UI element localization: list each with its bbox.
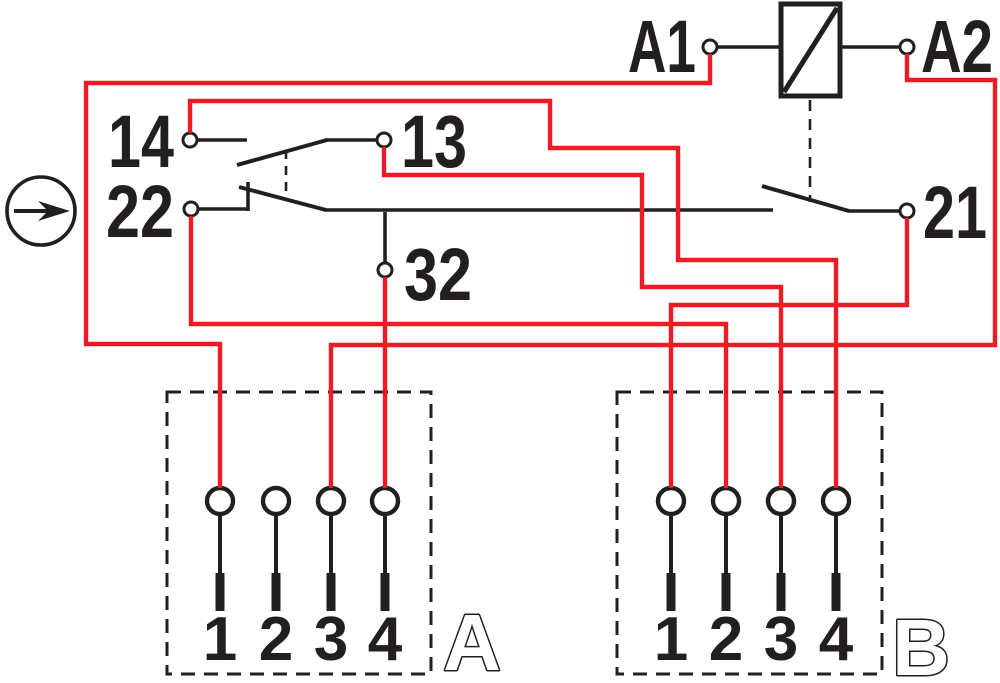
socket-circle	[369, 485, 401, 517]
socket-pin	[776, 573, 786, 611]
red-wires	[83, 54, 998, 488]
connector-a-terminal-2	[260, 485, 292, 611]
contact22-blade	[238, 185, 327, 212]
socket-circle	[260, 485, 292, 517]
socket-circle	[765, 485, 797, 517]
connector-a-pin-2-label: 2	[259, 605, 293, 674]
no-contact-14-13	[197, 138, 377, 195]
terminal-circle-14	[181, 131, 199, 149]
wire-21-to-connector-b1	[668, 218, 910, 488]
label-13: 13	[401, 100, 467, 183]
coil-diagonal	[781, 6, 840, 94]
flow-arrow-icon	[5, 175, 77, 247]
connector-b-terminal-1	[655, 485, 687, 611]
socket-pin	[831, 573, 841, 611]
contact14-blade	[236, 138, 328, 167]
connector-b-pin-1-label: 1	[654, 605, 688, 674]
flow-arrow-head	[38, 201, 70, 221]
label-21: 21	[923, 171, 987, 254]
wire-22-to-connector-b2	[188, 216, 729, 488]
connector-a-terminal-4	[369, 485, 401, 611]
connector-a-pin-1-label: 1	[203, 605, 237, 674]
label-a2: A2	[921, 5, 993, 88]
socket-pin	[721, 573, 731, 611]
socket-pin	[666, 573, 676, 611]
wire-13-to-connector-b3	[381, 147, 784, 488]
connector-a-outline	[165, 390, 433, 676]
terminal-circle-32	[376, 261, 394, 279]
socket-circle	[710, 485, 742, 517]
label-22: 22	[106, 170, 174, 253]
label-32: 32	[404, 233, 472, 316]
socket-pin	[215, 573, 225, 611]
terminal-circle-22	[182, 200, 200, 218]
terminal-circle-a2	[898, 38, 916, 56]
wire-14-to-connector-b4	[187, 98, 839, 488]
terminal-circle-a1	[701, 38, 719, 56]
socket-pin	[271, 573, 281, 611]
connector-a-pin-4-label: 4	[368, 605, 403, 674]
socket-pin	[380, 573, 390, 611]
black-artwork	[5, 1, 916, 676]
connector-b-terminal-4	[820, 485, 852, 611]
connector-a-terminal-1	[204, 485, 236, 611]
contact21-blade	[761, 184, 850, 213]
connector-box-a	[165, 390, 433, 676]
connector-a-terminal-3	[315, 485, 347, 611]
connector-b-outline	[615, 390, 884, 676]
socket-circle	[820, 485, 852, 517]
terminal-circle-21	[898, 202, 916, 220]
connector-b-terminal-2	[710, 485, 742, 611]
terminal-circle-13	[375, 131, 393, 149]
labels: A1 A2 14 13 22 21 32 1 2 3 4 1 2 3 4 A B	[106, 5, 993, 683]
socket-circle	[204, 485, 236, 517]
label-a1: A1	[628, 5, 696, 88]
relay-coil-icon	[717, 1, 900, 202]
connector-a-pin-3-label: 3	[314, 605, 348, 674]
connector-box-b	[615, 390, 884, 676]
socket-pin	[326, 573, 336, 611]
connector-b-terminal-3	[765, 485, 797, 611]
wire-a2-to-connector-a3	[328, 54, 998, 488]
socket-circle	[315, 485, 347, 517]
connector-b-letter: B	[892, 603, 950, 683]
wire-a1-to-connector-a1	[83, 54, 713, 488]
connector-b-pin-4-label: 4	[819, 605, 854, 674]
connector-a-letter: A	[443, 598, 501, 683]
label-14: 14	[108, 100, 174, 183]
nc-contact-22-21	[198, 182, 900, 263]
connector-b-pin-3-label: 3	[764, 605, 798, 674]
connector-b-pin-2-label: 2	[709, 605, 743, 674]
socket-circle	[655, 485, 687, 517]
